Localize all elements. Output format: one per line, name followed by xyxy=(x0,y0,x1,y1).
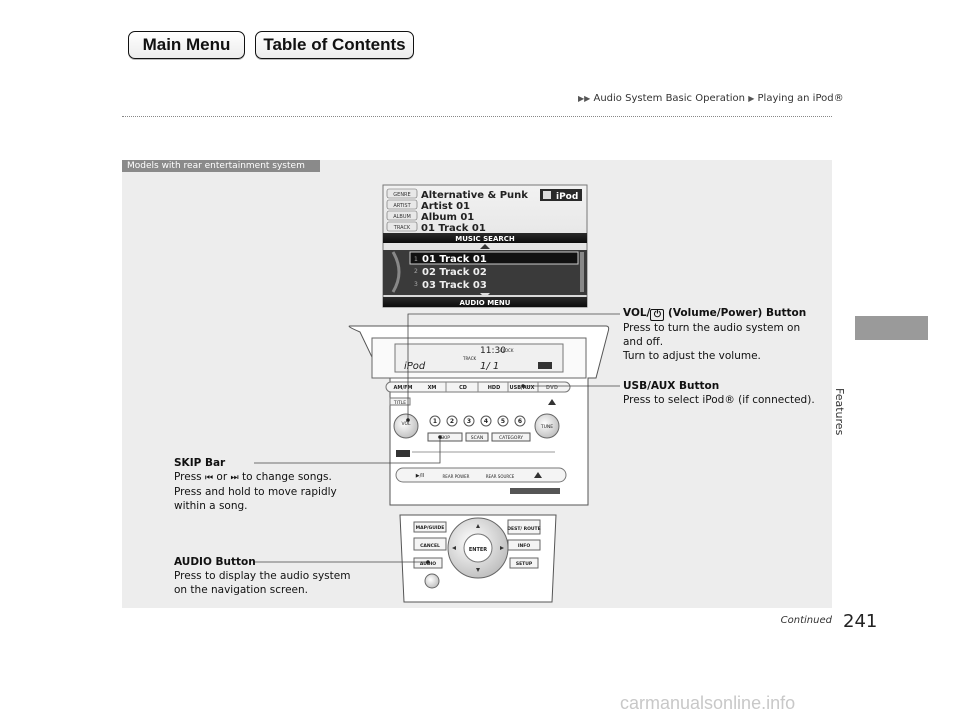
album-tag: ALBUM xyxy=(393,214,411,220)
breadcrumb: ▶▶ Audio System Basic Operation ▶ Playin… xyxy=(578,93,844,104)
preset-4-button[interactable]: 4 xyxy=(484,418,488,425)
artist-tag: ARTIST xyxy=(393,203,411,209)
skip-callout-heading: SKIP Bar xyxy=(174,457,226,469)
power-icon: ⏻ xyxy=(650,309,665,321)
vol-callout-text: Press to turn the audio system on xyxy=(623,322,801,334)
header-divider xyxy=(122,116,832,117)
genre-tag: GENRE xyxy=(393,192,410,198)
navigation-screen: GENRE Alternative & Punk ARTIST Artist 0… xyxy=(382,184,588,308)
title-button[interactable]: TITLE xyxy=(393,400,406,406)
breadcrumb-level1[interactable]: Audio System Basic Operation xyxy=(593,93,746,104)
album-value: Album 01 xyxy=(421,212,474,223)
skip-callout-text: Press and hold to move rapidly xyxy=(174,486,337,498)
cd-button[interactable]: CD xyxy=(459,385,467,391)
scan-button[interactable]: SCAN xyxy=(471,435,483,441)
music-search-label: MUSIC SEARCH xyxy=(455,235,515,243)
section-tab-marker xyxy=(855,316,928,340)
display-time: 11:30 xyxy=(480,346,506,356)
list-item[interactable]: 02 Track 02 xyxy=(422,267,487,278)
preset-3-button[interactable]: 3 xyxy=(467,418,471,425)
navigation-control-unit: MAP/GUIDE DEST/ ROUTE CANCEL INFO ENTER … xyxy=(399,514,557,603)
display-count: 1/ 1 xyxy=(480,361,499,372)
preset-6-button[interactable]: 6 xyxy=(518,418,522,425)
display-track: TRACK xyxy=(462,356,477,361)
audio-button[interactable]: AUDIO xyxy=(420,561,436,567)
rear-source-button[interactable]: REAR SOURCE xyxy=(486,474,515,479)
usb-callout: USB/AUX Button Press to select iPod® (if… xyxy=(623,379,823,407)
skip-callout-text: within a song. xyxy=(174,500,248,512)
audio-callout-heading: AUDIO Button xyxy=(174,556,256,568)
skip-forward-icon: ⏭ xyxy=(230,473,239,483)
main-menu-button[interactable]: Main Menu xyxy=(128,31,245,59)
usb-callout-heading: USB/AUX Button xyxy=(623,380,720,392)
category-bar[interactable]: CATEGORY xyxy=(499,435,523,441)
voice-button[interactable] xyxy=(424,573,440,589)
page-number: 241 xyxy=(843,611,878,632)
vol-callout-text: Turn to adjust the volume. xyxy=(623,350,761,362)
model-tag: Models with rear entertainment system xyxy=(122,160,320,172)
setup-button[interactable]: SETUP xyxy=(516,561,533,567)
vol-callout-text: and off. xyxy=(623,336,664,348)
play-pause-button[interactable]: ▶/II xyxy=(416,473,424,479)
audio-callout-text: Press to display the audio system xyxy=(174,570,351,582)
scroll-up-icon[interactable] xyxy=(480,244,490,249)
skip-callout: SKIP Bar Press ⏮ or ⏭ to change songs. P… xyxy=(174,456,374,513)
vol-callout: VOL/⏻ (Volume/Power) Button Press to tur… xyxy=(623,306,823,363)
eject-icon[interactable] xyxy=(534,472,542,478)
skip-bar[interactable]: SKIP xyxy=(440,435,450,441)
audio-callout-text: on the navigation screen. xyxy=(174,584,308,596)
am-fm-button[interactable]: AM/FM xyxy=(393,385,412,391)
skip-back-icon: ⏮ xyxy=(204,473,214,483)
usb-aux-button[interactable]: USB/AUX xyxy=(510,385,535,391)
track-tag: TRACK xyxy=(393,225,411,231)
info-button[interactable]: INFO xyxy=(518,543,531,549)
vol-callout-heading: VOL/⏻ (Volume/Power) Button xyxy=(623,307,807,321)
display-source: iPod xyxy=(404,361,426,372)
display-clock: CLOCK xyxy=(500,348,514,353)
hdd-button[interactable]: HDD xyxy=(488,385,501,391)
source-label: iPod xyxy=(556,192,578,202)
list-item[interactable]: 03 Track 03 xyxy=(422,280,487,291)
preset-1-button[interactable]: 1 xyxy=(433,418,437,425)
audio-menu-label: AUDIO MENU xyxy=(460,299,511,307)
table-of-contents-button[interactable]: Table of Contents xyxy=(255,31,414,59)
breadcrumb-arrow-icon: ▶▶ xyxy=(578,94,591,103)
skip-callout-text: Press ⏮ or ⏭ to change songs. xyxy=(174,471,332,483)
dest-route-button[interactable]: DEST/ ROUTE xyxy=(507,526,540,532)
rear-power-button[interactable]: REAR POWER xyxy=(443,474,470,479)
breadcrumb-level2[interactable]: Playing an iPod® xyxy=(757,93,844,104)
watermark: carmanualsonline.info xyxy=(620,693,796,713)
preset-2-button[interactable]: 2 xyxy=(450,418,454,425)
audio-callout: AUDIO Button Press to display the audio … xyxy=(174,555,374,597)
genre-value: Alternative & Punk xyxy=(421,190,528,201)
list-number: 2 xyxy=(414,268,418,275)
track-value: 01 Track 01 xyxy=(421,223,486,234)
scroll-down-icon[interactable] xyxy=(480,293,490,298)
list-number: 3 xyxy=(414,281,418,288)
artist-value: Artist 01 xyxy=(421,201,470,212)
cancel-button[interactable]: CANCEL xyxy=(420,543,440,549)
xm-button[interactable]: XM xyxy=(428,385,437,391)
list-item[interactable]: 01 Track 01 xyxy=(422,254,487,265)
dvd-button[interactable]: DVD xyxy=(546,385,558,391)
map-guide-button[interactable]: MAP/GUIDE xyxy=(416,525,445,531)
continued-label: Continued xyxy=(780,615,832,626)
audio-head-unit: 11:30 CLOCK TRACK iPod 1/ 1 AM/FM XM CD … xyxy=(348,325,610,506)
preset-5-button[interactable]: 5 xyxy=(501,418,505,425)
enter-button[interactable]: ENTER xyxy=(469,547,487,553)
leader-lines xyxy=(254,313,620,563)
tune-knob[interactable]: TUNE xyxy=(540,424,553,430)
breadcrumb-arrow-icon: ▶ xyxy=(748,94,755,103)
list-number: 1 xyxy=(414,256,418,263)
usb-callout-text: Press to select iPod® (if connected). xyxy=(623,394,815,406)
vol-knob[interactable]: VOL xyxy=(401,421,411,427)
